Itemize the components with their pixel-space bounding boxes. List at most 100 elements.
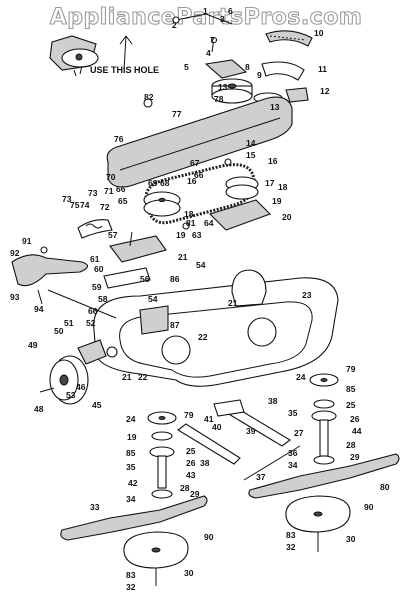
callout-36: 36 bbox=[288, 448, 298, 458]
callout-72: 72 bbox=[100, 202, 110, 212]
callout-64: 64 bbox=[204, 218, 214, 228]
left-blade bbox=[60, 495, 208, 541]
callout-52: 52 bbox=[86, 318, 96, 328]
callout-21c: 21 bbox=[122, 372, 132, 382]
callout-15: 15 bbox=[246, 150, 256, 160]
callout-54a: 54 bbox=[196, 260, 206, 270]
callout-23: 23 bbox=[302, 290, 312, 300]
callout-29b: 29 bbox=[190, 489, 200, 499]
callout-43: 43 bbox=[186, 470, 196, 480]
callout-66c: 66 bbox=[88, 306, 98, 316]
callout-19c: 19 bbox=[127, 432, 137, 442]
callout-86: 86 bbox=[170, 274, 180, 284]
callout-17: 17 bbox=[265, 178, 275, 188]
callout-61: 61 bbox=[90, 254, 100, 264]
callout-7: 7 bbox=[210, 35, 215, 45]
gauge-wheel bbox=[39, 339, 118, 405]
anti-scalp-spring bbox=[77, 219, 113, 239]
callout-57: 57 bbox=[108, 230, 118, 240]
lift-bracket-assembly bbox=[103, 231, 167, 312]
callout-38b: 38 bbox=[200, 458, 210, 468]
callout-26a: 26 bbox=[350, 414, 360, 424]
callout-6: 6 bbox=[228, 6, 233, 16]
callout-90b: 90 bbox=[204, 532, 214, 542]
callout-63: 63 bbox=[192, 230, 202, 240]
callout-45: 45 bbox=[92, 400, 102, 410]
callout-85b: 85 bbox=[126, 448, 136, 458]
callout-69: 69 bbox=[148, 178, 158, 188]
mounting-bracket-detail bbox=[49, 35, 133, 77]
right-spindle-assembly bbox=[309, 373, 339, 465]
callout-32b: 32 bbox=[126, 582, 136, 592]
use-this-hole-note: USE THIS HOLE bbox=[90, 65, 159, 75]
callout-28b: 28 bbox=[180, 483, 190, 493]
right-blade-adapter bbox=[285, 495, 351, 552]
callout-30b: 30 bbox=[184, 568, 194, 578]
front-gauge-bracket bbox=[11, 246, 89, 305]
watermark-text: AppliancePartsPros.com bbox=[50, 5, 363, 30]
callout-40: 40 bbox=[212, 422, 222, 432]
callout-27: 27 bbox=[294, 428, 304, 438]
callout-37: 37 bbox=[256, 472, 266, 482]
callout-70: 70 bbox=[106, 172, 116, 182]
callout-24b: 24 bbox=[126, 414, 136, 424]
callout-8: 8 bbox=[245, 62, 250, 72]
callout-13b: 13 bbox=[270, 102, 280, 112]
callout-46: 46 bbox=[76, 382, 86, 392]
callout-13a: 13 bbox=[218, 82, 228, 92]
callout-42: 42 bbox=[128, 478, 138, 488]
callout-21b: 21 bbox=[228, 298, 238, 308]
callout-3: 3 bbox=[220, 14, 225, 24]
callout-25a: 25 bbox=[346, 400, 356, 410]
callout-78: 78 bbox=[214, 94, 224, 104]
callout-1: 1 bbox=[203, 6, 208, 16]
callout-51: 51 bbox=[64, 318, 74, 328]
callout-30a: 30 bbox=[346, 534, 356, 544]
callout-50: 50 bbox=[54, 326, 64, 336]
arrow-icon bbox=[119, 35, 133, 45]
callout-83b: 83 bbox=[126, 570, 136, 580]
callout-10: 10 bbox=[314, 28, 324, 38]
callout-73a: 73 bbox=[62, 194, 72, 204]
callout-77: 77 bbox=[172, 109, 182, 119]
callout-26b: 26 bbox=[186, 458, 196, 468]
callout-73b: 73 bbox=[88, 188, 98, 198]
callout-18b: 18 bbox=[278, 182, 288, 192]
callout-19b: 19 bbox=[272, 196, 282, 206]
callout-94: 94 bbox=[34, 304, 44, 314]
callout-5: 5 bbox=[184, 62, 189, 72]
callout-53: 53 bbox=[66, 390, 76, 400]
callout-29a: 29 bbox=[350, 452, 360, 462]
callout-9: 9 bbox=[257, 70, 262, 80]
callout-90a: 90 bbox=[364, 502, 374, 512]
callout-71: 71 bbox=[104, 186, 114, 196]
callout-81: 81 bbox=[186, 218, 196, 228]
belt-cover bbox=[106, 96, 293, 188]
callout-39: 39 bbox=[246, 426, 256, 436]
callout-24a: 24 bbox=[296, 372, 306, 382]
callout-82: 82 bbox=[144, 92, 154, 102]
callout-28a: 28 bbox=[346, 440, 356, 450]
callout-87: 87 bbox=[170, 320, 180, 330]
callout-85a: 85 bbox=[346, 384, 356, 394]
callout-76: 76 bbox=[114, 134, 124, 144]
callout-22b: 22 bbox=[138, 372, 148, 382]
callout-49: 49 bbox=[28, 340, 38, 350]
callout-65: 65 bbox=[118, 196, 128, 206]
callout-4: 4 bbox=[206, 48, 211, 58]
callout-54b: 54 bbox=[148, 294, 158, 304]
callout-20: 20 bbox=[282, 212, 292, 222]
mower-deck bbox=[93, 269, 339, 387]
callout-92: 92 bbox=[10, 248, 20, 258]
callout-labels: 1 2 3 4 5 6 7 8 9 10 11 12 13 13 14 15 1… bbox=[10, 6, 390, 592]
callout-66b: 66 bbox=[194, 170, 204, 180]
callout-79b: 79 bbox=[184, 410, 194, 420]
left-spindle-assembly bbox=[147, 411, 177, 499]
drive-pulley-belt-assembly bbox=[143, 158, 271, 231]
callout-34b: 34 bbox=[126, 494, 136, 504]
callout-80: 80 bbox=[380, 482, 390, 492]
callout-41: 41 bbox=[204, 414, 214, 424]
callout-22a: 22 bbox=[198, 332, 208, 342]
callout-12: 12 bbox=[320, 86, 330, 96]
